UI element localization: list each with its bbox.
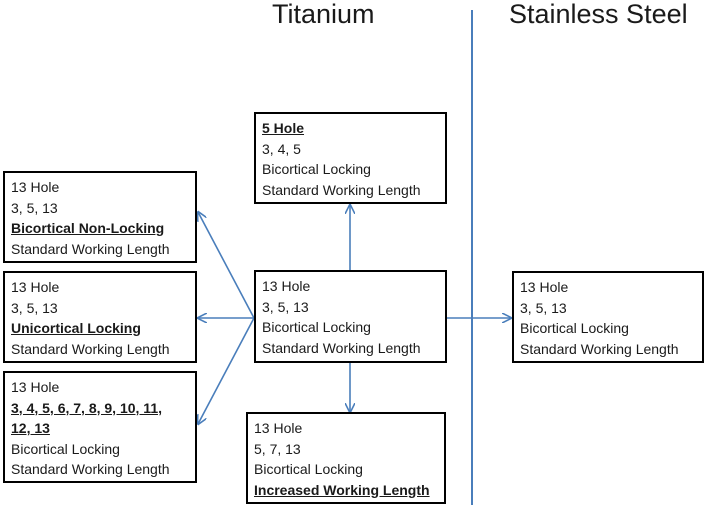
box-line: Standard Working Length xyxy=(11,340,170,357)
box-line: Bicortical Locking xyxy=(262,161,371,177)
box-line: 3, 5, 13 xyxy=(11,299,58,316)
heading-titanium: Titanium xyxy=(272,0,375,29)
box-line: 3, 4, 5, 6, 7, 8, 9, 10, 11, xyxy=(11,399,162,416)
box-line: Standard Working Length xyxy=(11,240,170,257)
box-line: 3, 4, 5 xyxy=(262,140,301,157)
box-multiple-screw-positions: 13 Hole 3, 4, 5, 6, 7, 8, 9, 10, 11, 12, 1… xyxy=(3,371,197,483)
box-line: 13 Hole xyxy=(11,379,60,395)
box-line: 13 Hole xyxy=(11,179,60,195)
box-line: Increased Working Length xyxy=(254,481,430,498)
box-line: 13 Hole xyxy=(520,279,569,295)
box-line: 13 Hole xyxy=(254,420,303,436)
box-line: Bicortical Non-Locking xyxy=(11,220,165,236)
box-line: Bicortical Locking xyxy=(520,320,629,336)
box-line: Bicortical Locking xyxy=(254,461,363,477)
box-line: Standard Working Length xyxy=(520,340,679,357)
box-line: 5 Hole xyxy=(262,120,305,136)
box-line: 12, 13 xyxy=(11,420,50,436)
box-line: 5, 7, 13 xyxy=(254,440,301,457)
box-line: 3, 5, 13 xyxy=(262,298,309,315)
box-line: 3, 5, 13 xyxy=(11,199,58,216)
box-line: Bicortical Locking xyxy=(11,440,120,457)
box-line: 13 Hole xyxy=(11,279,60,295)
box-line: 13 Hole xyxy=(262,278,311,294)
box-line: Standard Working Length xyxy=(262,339,421,356)
arrow-to-left-top-box xyxy=(198,212,255,319)
box-line: Standard Working Length xyxy=(11,461,170,477)
heading-stainless-steel: Stainless Steel xyxy=(509,0,688,29)
box-line: Standard Working Length xyxy=(262,181,421,198)
box-line: 3, 5, 13 xyxy=(520,299,567,316)
box-line: Bicortical Locking xyxy=(262,319,371,335)
box-line: Unicortical Locking xyxy=(11,320,141,336)
arrow-to-left-bottom-box xyxy=(198,317,255,424)
